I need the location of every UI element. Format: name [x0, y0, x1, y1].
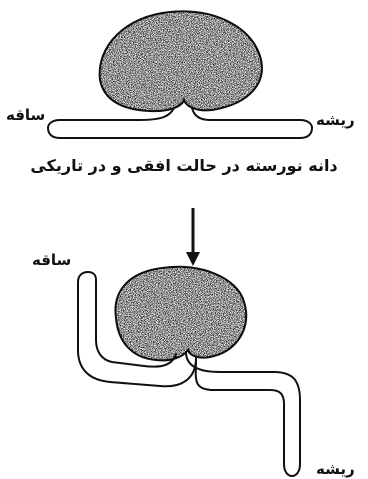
- bottom-seed-texture: [115, 267, 246, 361]
- bottom-root-label: ریشه: [316, 462, 355, 477]
- bottom-seedling: [78, 267, 300, 476]
- top-stem-label: ساقه: [6, 108, 45, 123]
- bottom-root-outline: [186, 352, 300, 476]
- bottom-stem-label: ساقه: [32, 253, 71, 268]
- top-stem-outline: [48, 108, 312, 138]
- top-root-label: ریشه: [316, 113, 355, 128]
- down-arrow-icon: [186, 208, 200, 266]
- top-seedling: [48, 11, 312, 138]
- caption: دانه نورسته در حالت افقی و در تاریکی: [0, 158, 368, 174]
